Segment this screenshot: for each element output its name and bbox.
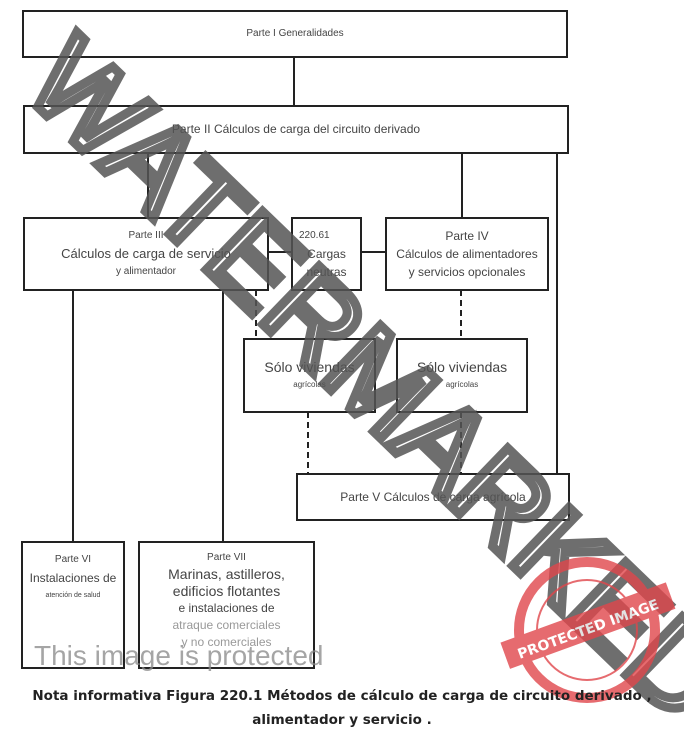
box-text: e instalaciones de xyxy=(178,601,275,615)
box-text: edificios flotantes xyxy=(172,583,281,599)
box-text: Cargas xyxy=(307,247,346,261)
box-text: agrícolas xyxy=(445,380,479,389)
box-parte-7: Parte VII Marinas, astilleros, edificios… xyxy=(138,541,315,669)
box-text: Cálculos de alimentadores xyxy=(396,247,538,261)
box-text: neutras xyxy=(306,265,347,279)
box-solo-viviendas-1: Sólo viviendas agrícolas xyxy=(243,338,376,413)
box-text: Instalaciones de xyxy=(29,571,117,585)
box-text: atraque comerciales xyxy=(172,618,281,632)
box-title: Parte VII xyxy=(207,552,246,563)
protected-watermark-text: This image is protected xyxy=(34,640,324,671)
box-parte-3: Parte III Cálculos de carga de servicio … xyxy=(23,217,269,291)
box-title: Parte IV xyxy=(445,229,489,243)
box-solo-viviendas-2: Sólo viviendas agrícolas xyxy=(396,338,528,413)
caption-line: alimentador y servicio . xyxy=(252,712,432,728)
box-text: y alimentador xyxy=(115,266,177,277)
box-parte-4: Parte IV Cálculos de alimentadores y ser… xyxy=(385,217,549,291)
box-title: Parte III xyxy=(128,230,164,241)
box-title: Parte VI xyxy=(54,554,92,565)
box-text: atención de salud xyxy=(45,592,101,599)
box-text: Cálculos de carga de servicio xyxy=(61,246,231,261)
box-title: 220.61 xyxy=(299,230,330,241)
box-220-61: 220.61 Cargas neutras xyxy=(291,217,362,291)
box-parte-5: Parte V Cálculos de carga agrícola xyxy=(296,473,570,521)
box-text: Marinas, astilleros, xyxy=(168,566,285,582)
box-parte-2: Parte II Cálculos de carga del circuito … xyxy=(23,105,569,154)
box-text: y servicios opcionales xyxy=(408,265,526,279)
box-label: Parte V Cálculos de carga agrícola xyxy=(340,490,526,504)
box-text: Sólo viviendas xyxy=(264,359,355,375)
box-parte-6: Parte VI Instalaciones de atención de sa… xyxy=(21,541,125,669)
box-label: Parte I Generalidades xyxy=(246,28,344,39)
box-parte-1: Parte I Generalidades xyxy=(22,10,568,58)
caption-line: Nota informativa Figura 220.1 Métodos de… xyxy=(32,688,652,704)
figure-caption: Nota informativa Figura 220.1 Métodos de… xyxy=(0,684,684,732)
box-text: y no comerciales xyxy=(181,635,272,649)
box-label: Parte II Cálculos de carga del circuito … xyxy=(171,122,421,136)
box-text: Sólo viviendas xyxy=(416,359,508,375)
box-text: agrícolas xyxy=(293,380,326,389)
